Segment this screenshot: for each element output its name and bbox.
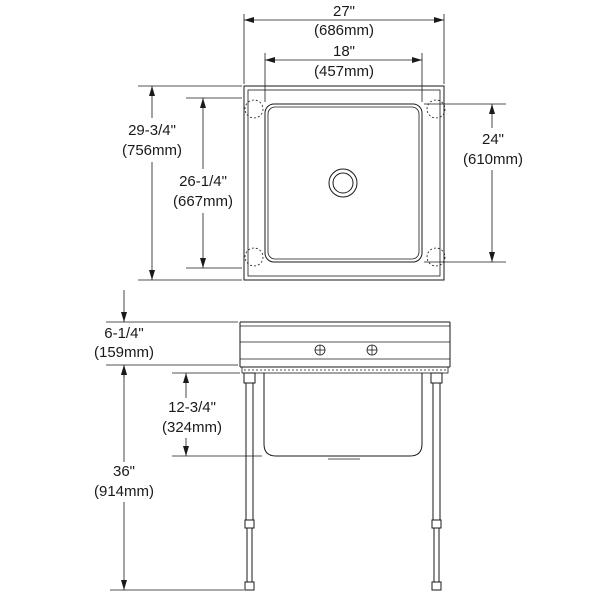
bowl-outline bbox=[264, 103, 423, 263]
overall-width-imperial: 27" bbox=[333, 3, 355, 20]
dimension-backsplash-height: 6-1/4" (159mm) bbox=[94, 290, 238, 378]
drain-outer bbox=[328, 168, 358, 198]
bowl-front bbox=[263, 373, 423, 457]
leg-left bbox=[243, 372, 256, 591]
drain-inner bbox=[332, 172, 354, 194]
leg-position-bottom-right bbox=[426, 247, 446, 267]
overall-depth-metric: (756mm) bbox=[122, 142, 182, 159]
bowl-width-imperial: 18" bbox=[333, 43, 355, 60]
leg-position-bottom-left bbox=[244, 247, 264, 267]
overall-depth-imperial: 29-3/4" bbox=[128, 122, 176, 139]
bowl-height-metric: (324mm) bbox=[162, 419, 222, 436]
overall-height-metric: (914mm) bbox=[94, 483, 154, 500]
bowl-depth-imperial: 24" bbox=[482, 131, 504, 148]
faucet-hole-right bbox=[366, 344, 378, 356]
bowl-height-imperial: 12-3/4" bbox=[168, 399, 216, 416]
sink-top-inner-rim bbox=[247, 89, 441, 277]
inner-depth-imperial: 26-1/4" bbox=[179, 173, 227, 190]
faucet-hole-left bbox=[314, 344, 326, 356]
dimension-overall-depth: 29-3/4" (756mm) bbox=[122, 85, 242, 281]
top-view bbox=[243, 85, 446, 281]
leg-position-top-left bbox=[244, 99, 264, 119]
bowl-width-metric: (457mm) bbox=[314, 63, 374, 80]
front-view bbox=[239, 321, 451, 591]
dimension-bowl-depth: 24" (610mm) bbox=[424, 103, 528, 263]
dimension-bowl-width: 18" (457mm) bbox=[264, 43, 423, 102]
leg-position-top-right bbox=[426, 99, 446, 119]
dimension-bowl-height: 12-3/4" (324mm) bbox=[162, 372, 262, 457]
inner-depth-metric: (667mm) bbox=[173, 193, 233, 210]
bowl-depth-metric: (610mm) bbox=[463, 151, 523, 168]
dimension-inner-depth: 26-1/4" (667mm) bbox=[172, 97, 242, 269]
overall-width-metric: (686mm) bbox=[314, 22, 374, 39]
dimension-overall-height: 36" (914mm) bbox=[94, 365, 244, 591]
overall-height-imperial: 36" bbox=[113, 463, 135, 480]
leg-right bbox=[430, 372, 443, 591]
dimension-overall-width: 27" (686mm) bbox=[243, 3, 445, 84]
backsplash-height-metric: (159mm) bbox=[94, 344, 154, 361]
sink-top-outline bbox=[243, 85, 445, 281]
bowl-inner-outline bbox=[267, 106, 420, 260]
backsplash-height-imperial: 6-1/4" bbox=[104, 325, 144, 342]
